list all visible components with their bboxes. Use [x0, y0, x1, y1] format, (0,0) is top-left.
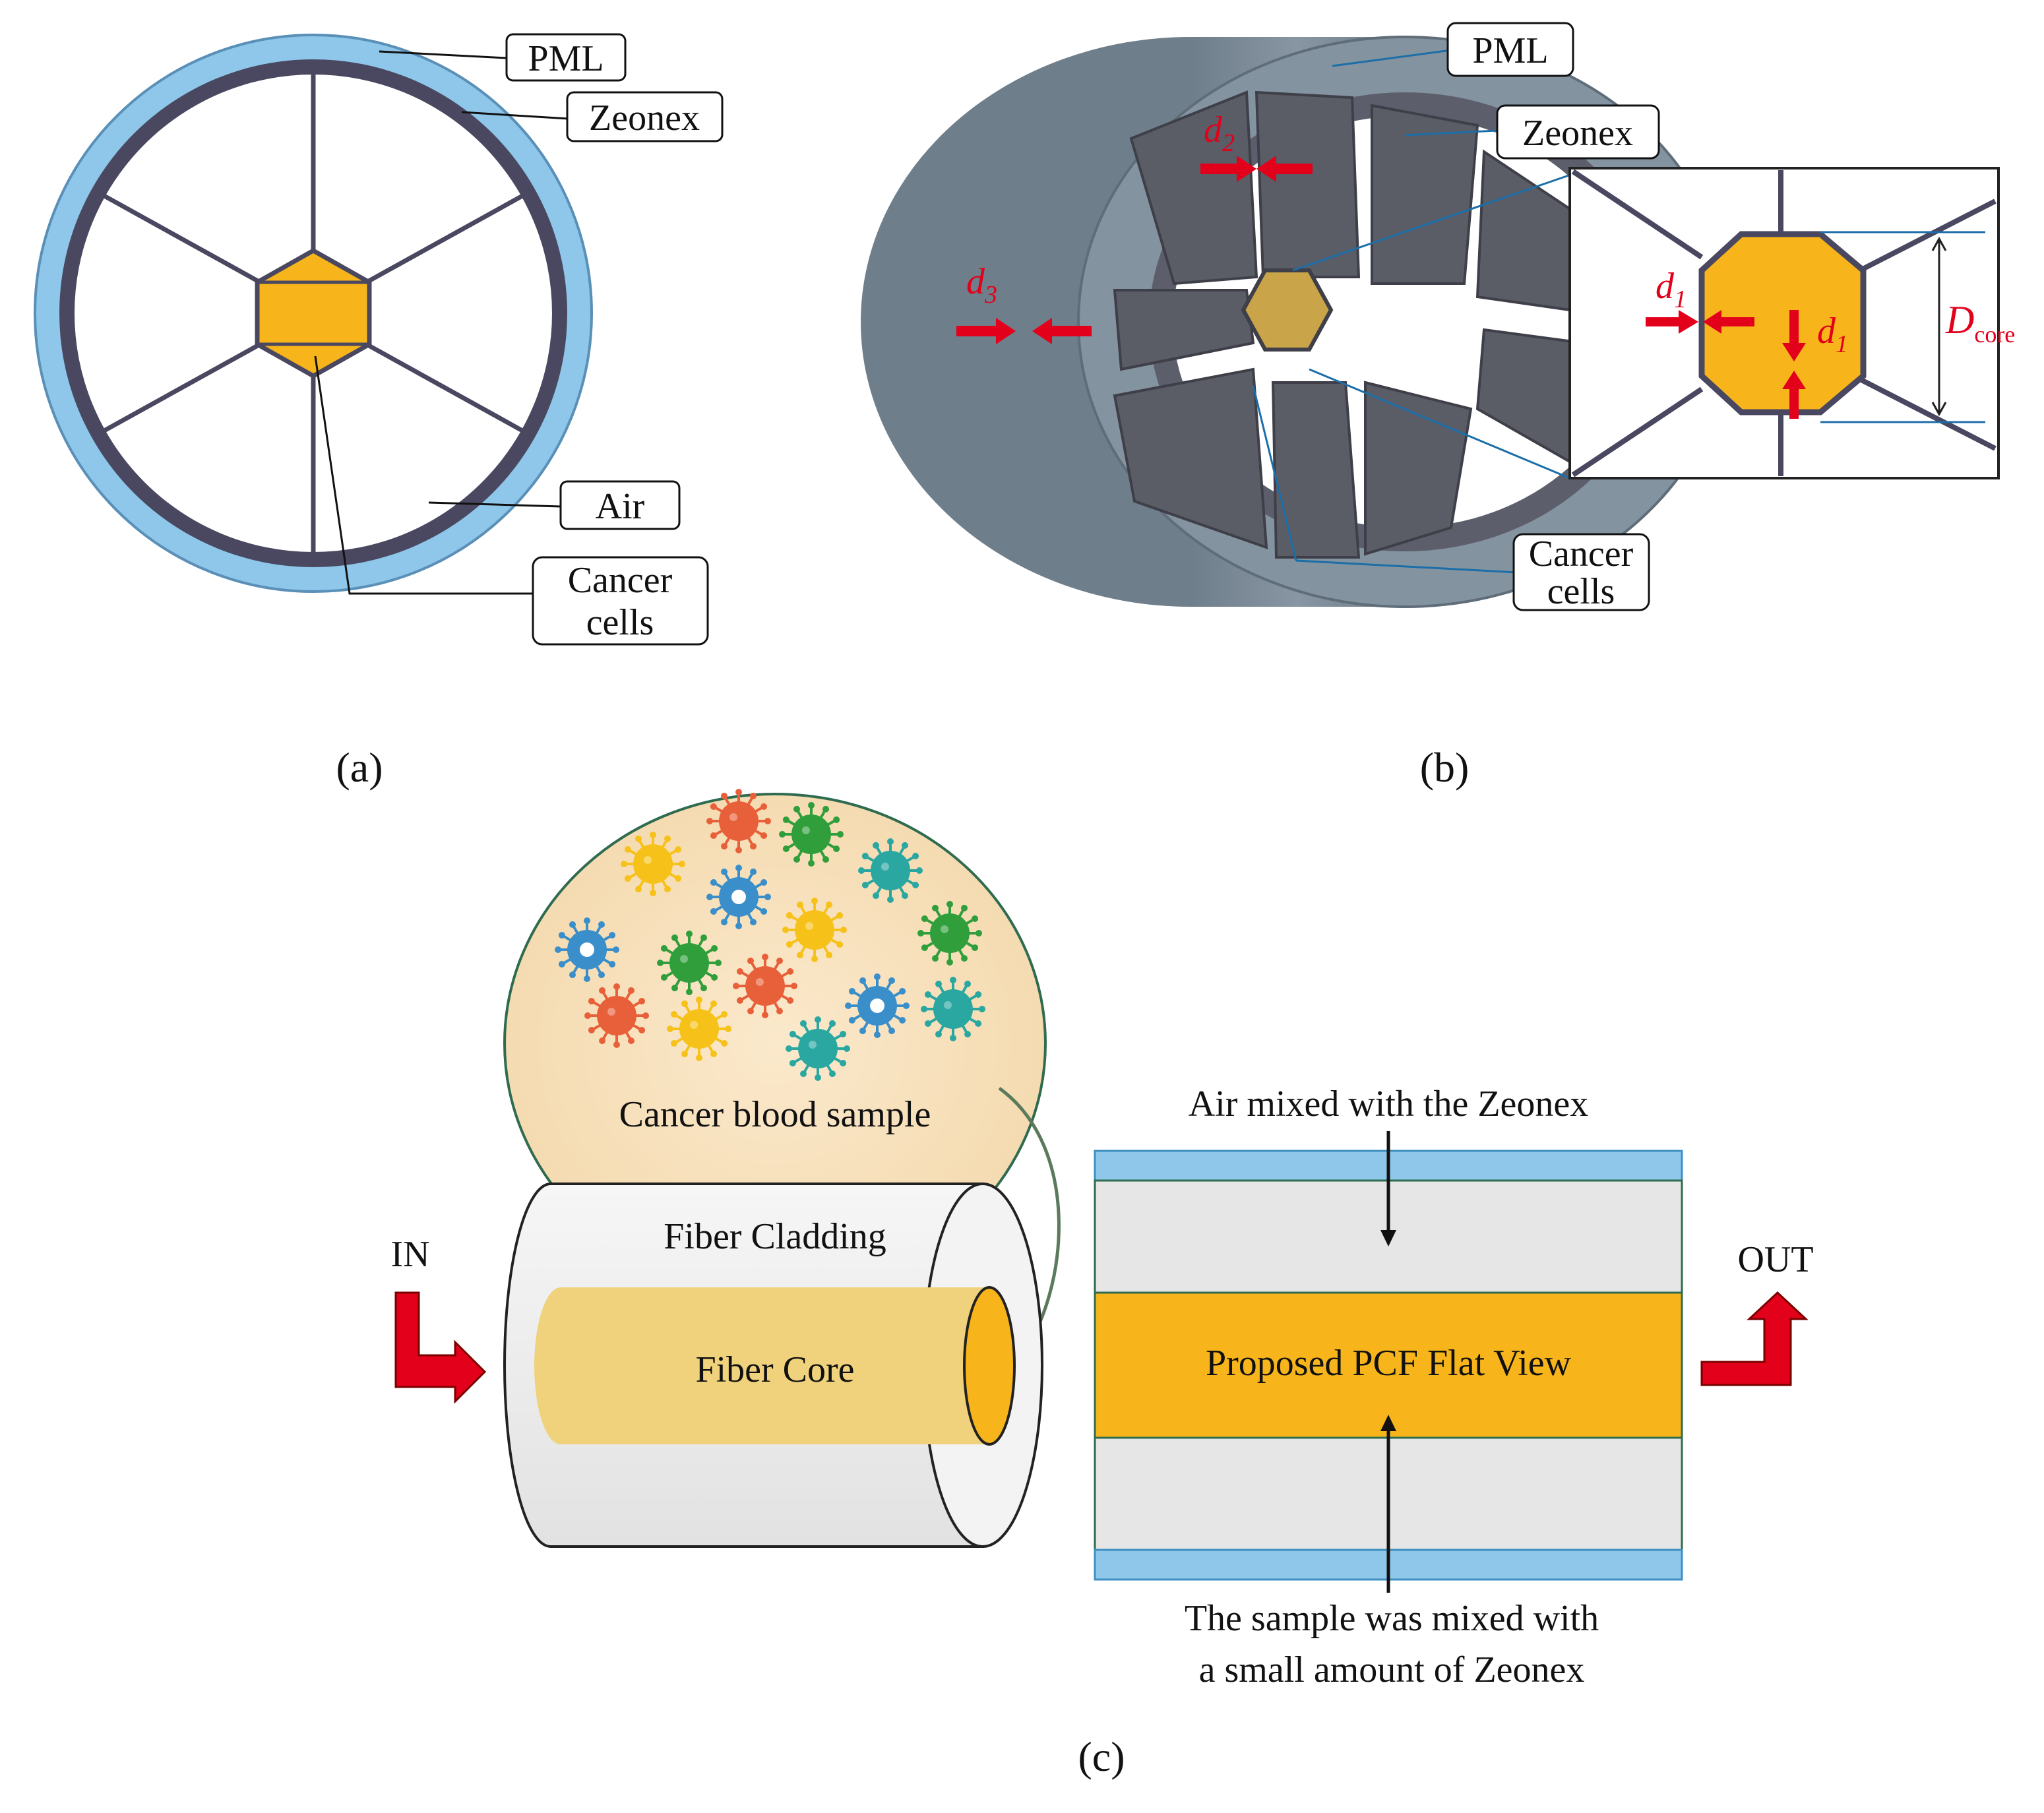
out-arrow-icon	[1700, 1291, 1809, 1386]
3d-hexagonal-core	[1241, 268, 1334, 352]
blood-sample-label: Cancer blood sample	[619, 1094, 931, 1135]
cancer-cells-label-3d-line1: Cancer	[1529, 534, 1634, 574]
d1-horizontal-label: d1	[1656, 266, 1687, 313]
d3-label: d3	[966, 261, 997, 309]
zeonex-label-3d: Zeonex	[1522, 113, 1633, 154]
dimension-arrow-icon	[956, 318, 1092, 344]
cancer-cell-icon	[921, 977, 985, 1041]
cancer-cell-group	[555, 789, 985, 1081]
air-mixed-label: Air mixed with the Zeonex	[1189, 1084, 1589, 1124]
cancer-cell-icon	[706, 789, 771, 853]
caption-b: (b)	[1420, 744, 1470, 791]
cancer-cells-label-line2: cells	[586, 602, 654, 643]
sample-mixed-label-line2: a small amount of Zeonex	[1199, 1649, 1585, 1690]
cancer-cell-icon	[621, 832, 685, 896]
cancer-cell-icon	[555, 917, 619, 982]
cancer-cell-icon	[782, 898, 847, 962]
fiber-cladding-label: Fiber Cladding	[664, 1216, 886, 1257]
sample-mixed-label-line1: The sample was mixed with	[1185, 1598, 1599, 1639]
dimension-arrow-icon	[1200, 156, 1313, 182]
cancer-cell-icon	[917, 901, 982, 966]
zeonex-label: Zeonex	[589, 98, 700, 138]
out-label: OUT	[1737, 1239, 1813, 1280]
cancer-cells-label-3d-line2: cells	[1547, 571, 1615, 612]
fiber-core-label: Fiber Core	[695, 1349, 854, 1390]
inset-hexagonal-core	[1698, 231, 1867, 415]
d1-vertical-label: d1	[1817, 311, 1848, 358]
pcf-flat-view: Proposed PCF Flat View	[1094, 1131, 1683, 1593]
pml-label-3d: PML	[1472, 30, 1548, 71]
cancer-cell-icon	[779, 802, 844, 867]
air-label: Air	[596, 486, 645, 527]
caption-a: (a)	[336, 744, 383, 791]
panel-b: PML Zeonex Cancer cells d2 d3	[861, 22, 2015, 791]
cancer-cell-icon	[657, 931, 722, 995]
d-core-label: Dcore	[1945, 298, 2015, 348]
fiber-cylinder: Fiber Cladding Fiber Core	[503, 1183, 1043, 1548]
cancer-cell-icon	[858, 838, 923, 903]
in-label: IN	[390, 1234, 429, 1275]
caption-c: (c)	[1078, 1733, 1125, 1780]
cancer-cells-label-line1: Cancer	[568, 560, 673, 601]
cancer-cell-icon	[733, 954, 797, 1018]
cancer-cell-icon	[845, 973, 910, 1038]
panel-c: Cancer blood sample Fiber Cladding Fiber…	[390, 789, 1814, 1780]
cancer-cell-icon	[706, 865, 771, 929]
cancer-cell-icon	[584, 983, 649, 1048]
d2-label: d2	[1204, 109, 1235, 157]
core-inset: d1 d1 Dcore	[1568, 167, 2015, 479]
panel-a: PML Zeonex Air Cancer cells (a)	[34, 33, 724, 791]
in-arrow-icon	[394, 1291, 487, 1404]
pml-label: PML	[528, 38, 604, 79]
3d-struts	[1113, 90, 1585, 559]
support-struts	[103, 75, 524, 552]
cancer-cell-icon	[667, 997, 731, 1061]
flat-view-label: Proposed PCF Flat View	[1206, 1343, 1572, 1384]
dimension-arrow-icon	[1646, 310, 1806, 419]
cancer-cell-icon	[786, 1016, 850, 1081]
